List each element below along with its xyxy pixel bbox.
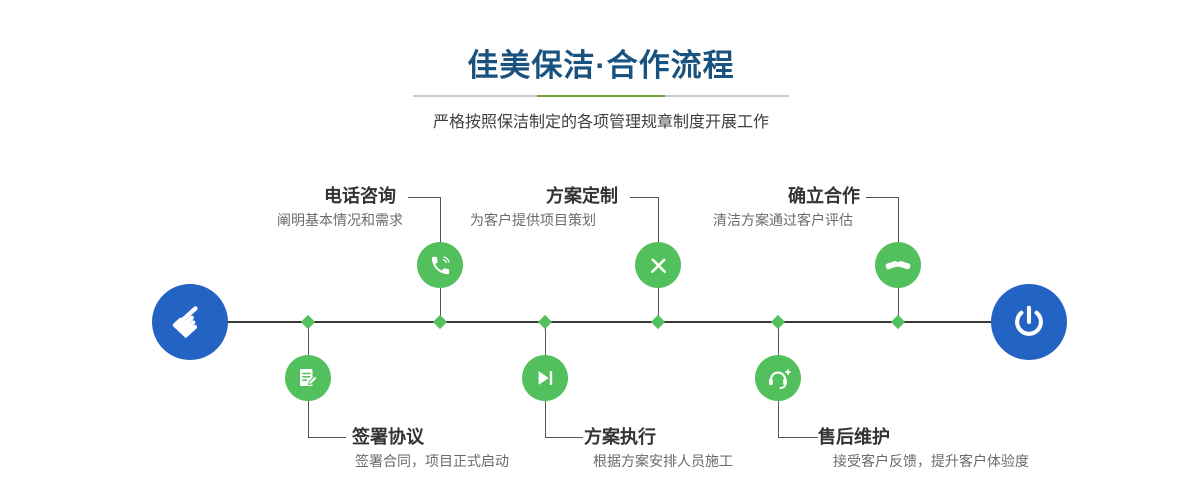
- step-title-sign-agreement: 签署协议: [352, 427, 424, 447]
- step-desc-plan-design: 为客户提供项目策划: [470, 212, 596, 228]
- timeline-diamond: [650, 314, 666, 330]
- step-title-plan-design: 方案定制: [546, 186, 618, 206]
- connector-line: [630, 197, 658, 198]
- step-desc-sign-agreement: 签署合同，项目正式启动: [355, 453, 509, 469]
- handshake-icon: [885, 261, 911, 270]
- step-title-establish-cooperation: 确立合作: [788, 186, 860, 206]
- step-desc-phone-consult: 阐明基本情况和需求: [277, 212, 403, 228]
- step-node-sign-agreement: [285, 355, 331, 401]
- step-node-after-sales: [755, 355, 801, 401]
- design-icon: [650, 258, 666, 273]
- power-icon: [1015, 305, 1043, 336]
- step-desc-after-sales: 接受客户反馈，提升客户体验度: [833, 453, 1029, 469]
- connector-line: [545, 437, 583, 438]
- step-desc-establish-cooperation: 清洁方案通过客户评估: [713, 212, 853, 228]
- timeline-diamond: [432, 314, 448, 330]
- pointing-hand-icon: ☛: [159, 290, 221, 353]
- step-node-phone-consult: [417, 242, 463, 288]
- timeline-diamond: [890, 314, 906, 330]
- start-node: ☛: [152, 284, 228, 360]
- timeline-diamond: [770, 314, 786, 330]
- page-title: 佳美保洁·合作流程: [467, 48, 735, 83]
- step-title-after-sales: 售后维护: [818, 427, 890, 447]
- step-node-plan-design: [635, 242, 681, 288]
- divider-segment-left: [413, 95, 537, 97]
- step-node-plan-execution: [522, 355, 568, 401]
- connector-line: [408, 197, 440, 198]
- page-subtitle: 严格按照保洁制定的各项管理规章制度开展工作: [432, 114, 769, 131]
- connector-line: [308, 437, 346, 438]
- connector-line: [778, 437, 818, 438]
- document-icon: [300, 369, 318, 386]
- phone-icon: [431, 255, 450, 274]
- title-divider: [413, 95, 789, 97]
- step-desc-plan-execution: 根据方案安排人员施工: [593, 453, 733, 469]
- timeline-line: [190, 321, 1030, 323]
- play-icon: [538, 371, 553, 385]
- step-title-phone-consult: 电话咨询: [324, 186, 396, 206]
- step-node-establish-cooperation: [875, 242, 921, 288]
- timeline-diamond: [300, 314, 316, 330]
- connector-line: [866, 197, 898, 198]
- headset-icon: [769, 369, 791, 389]
- divider-segment-right: [665, 95, 789, 97]
- timeline-diamond: [537, 314, 553, 330]
- end-node: [991, 284, 1067, 360]
- step-title-plan-execution: 方案执行: [584, 427, 656, 447]
- divider-segment-accent: [537, 95, 665, 97]
